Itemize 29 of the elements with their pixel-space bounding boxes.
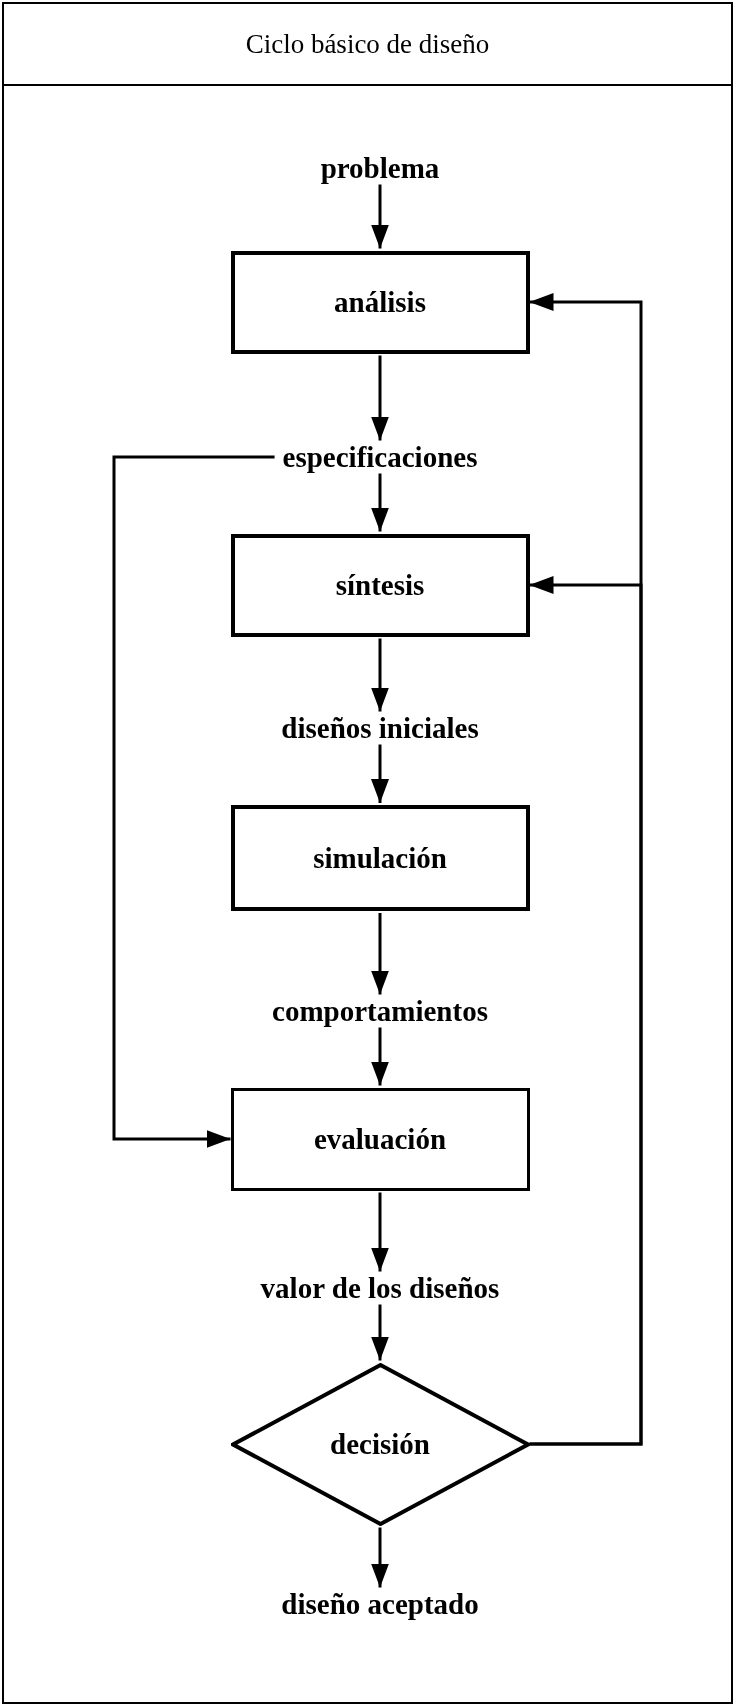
arrow xyxy=(529,576,643,1446)
arrow xyxy=(371,184,389,249)
arrow xyxy=(371,1527,389,1588)
node-label: especificaciones xyxy=(282,442,478,472)
node-label: valor de los diseños xyxy=(260,1273,500,1303)
process-box xyxy=(230,250,530,354)
node-label: comportamientos xyxy=(272,996,488,1026)
arrow xyxy=(371,355,389,441)
arrow xyxy=(371,1192,389,1272)
arrow xyxy=(371,473,389,532)
process-box xyxy=(230,1087,530,1191)
node-label: decisión xyxy=(330,1429,430,1459)
node-label: diseños iniciales xyxy=(281,713,479,743)
node-label: síntesis xyxy=(335,570,425,600)
node-label: simulación xyxy=(313,843,447,873)
node-label: evaluación xyxy=(313,1124,447,1154)
arrow xyxy=(371,638,389,712)
decision-diamond xyxy=(230,1362,530,1526)
process-box xyxy=(230,805,530,911)
arrow xyxy=(371,913,389,995)
node-label: problema xyxy=(320,153,440,183)
arrow xyxy=(371,1027,389,1086)
diagram-title: Ciclo básico de diseño xyxy=(245,27,490,61)
arrow xyxy=(371,1304,389,1361)
arrow xyxy=(112,455,275,1148)
node-label: diseño aceptado xyxy=(281,1589,479,1619)
process-box xyxy=(230,533,530,637)
arrow xyxy=(371,744,389,803)
node-label: análisis xyxy=(334,287,426,317)
